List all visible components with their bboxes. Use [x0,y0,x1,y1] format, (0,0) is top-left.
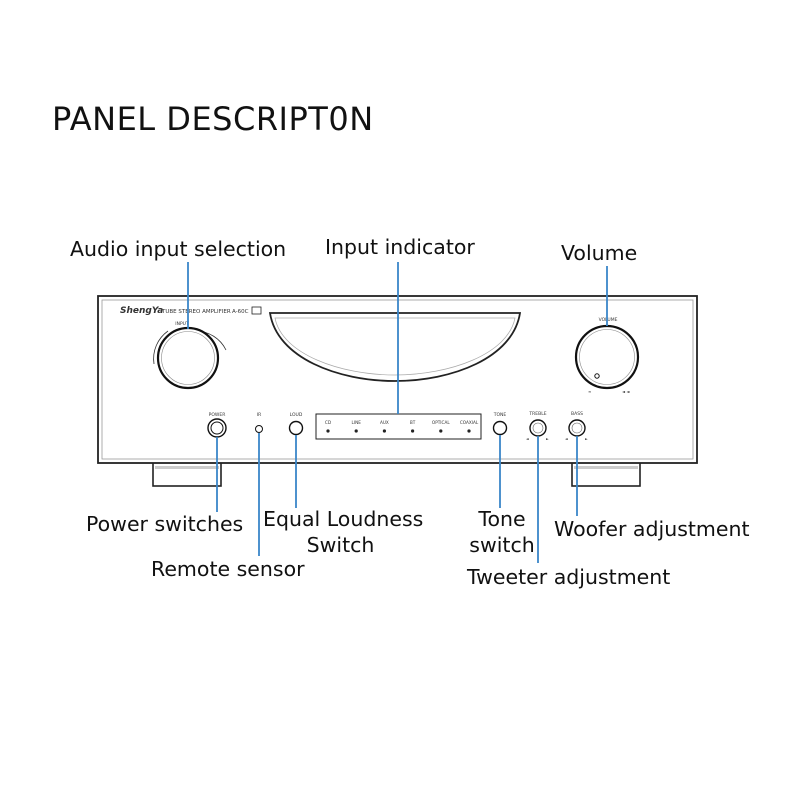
power-button-inner [210,421,224,435]
display-window-inner [274,317,516,376]
input-indicator-group: CD LINE AUX BT OPTICAL COAXIAL [325,420,479,433]
input-knob-label: INPUT [175,321,189,327]
leader-lines [187,262,608,563]
bass-knob-label: BASS [571,411,583,417]
display-window [268,312,522,382]
input-led-optical [439,429,443,433]
volume-min-mark: ∞ [588,389,591,394]
input-knob-rim [161,331,215,385]
callout-tone-line2: switch [469,533,535,557]
treble-max-mark: ► [546,437,549,441]
ir-sensor-label: IR [257,412,261,418]
bass-max-mark: ► [585,437,588,441]
treble-min-mark: ◄ [526,437,529,441]
treble-knob[interactable] [529,419,547,437]
volume-max-mark: ◄ ◄ [622,389,630,394]
right-foot-groove [574,466,638,469]
bass-knob-inner [571,422,583,434]
page-title: PANEL DESCRIPT0N [52,100,374,138]
input-led-bt [411,429,415,433]
callout-audio-input: Audio input selection [70,237,287,261]
volume-knob-rim [579,329,635,385]
right-foot [571,461,641,487]
callout-power: Power switches [86,512,244,536]
tone-button[interactable] [492,420,508,436]
callout-remote: Remote sensor [151,557,305,581]
volume-knob[interactable] [574,324,640,390]
left-foot [152,461,222,487]
callout-loudness: Equal Loudness Switch [263,506,424,558]
bass-min-mark: ◄ [565,437,568,441]
input-label-coaxial: COAXIAL [460,420,479,425]
loudness-button-label: LOUD [290,412,303,418]
model-badge-icon [251,306,262,315]
callout-tweeter: Tweeter adjustment [467,565,671,589]
product-name: TUBE STEREO AMPLIFIER [161,309,231,315]
tone-button-label: TONE [493,412,507,418]
callout-tone: Tone switch [466,506,538,558]
input-knob-arc-left [153,330,169,365]
input-indicator-strip [315,413,482,440]
input-led-aux [382,429,386,433]
loudness-button[interactable] [288,420,304,436]
input-selector-knob[interactable] [156,326,220,390]
callout-woofer: Woofer adjustment [554,517,750,541]
treble-knob-label: TREBLE [528,411,546,417]
remote-sensor [255,425,263,433]
volume-indicator-dot [594,373,600,379]
input-label-bt: BT [410,420,416,425]
callout-volume: Volume [561,241,638,265]
treble-knob-inner [532,422,544,434]
power-button-label: POWER [209,412,226,418]
brand-logo: ShengYa [120,306,163,316]
callout-tone-line1: Tone [478,507,526,531]
input-led-coaxial [467,429,471,433]
input-label-cd: CD [325,420,331,425]
input-led-line [354,429,358,433]
left-foot-groove [155,466,219,469]
model-number: A-60C [232,309,249,315]
callout-loudness-line2: Switch [306,533,375,557]
callout-input-indicator: Input indicator [325,235,475,259]
bass-knob[interactable] [568,419,586,437]
callout-loudness-line1: Equal Loudness [263,507,424,531]
input-label-optical: OPTICAL [432,420,450,425]
input-label-line: LINE [352,420,362,425]
input-led-cd [326,429,330,433]
input-label-aux: AUX [380,420,389,425]
volume-knob-label: VOLUME [599,317,618,323]
